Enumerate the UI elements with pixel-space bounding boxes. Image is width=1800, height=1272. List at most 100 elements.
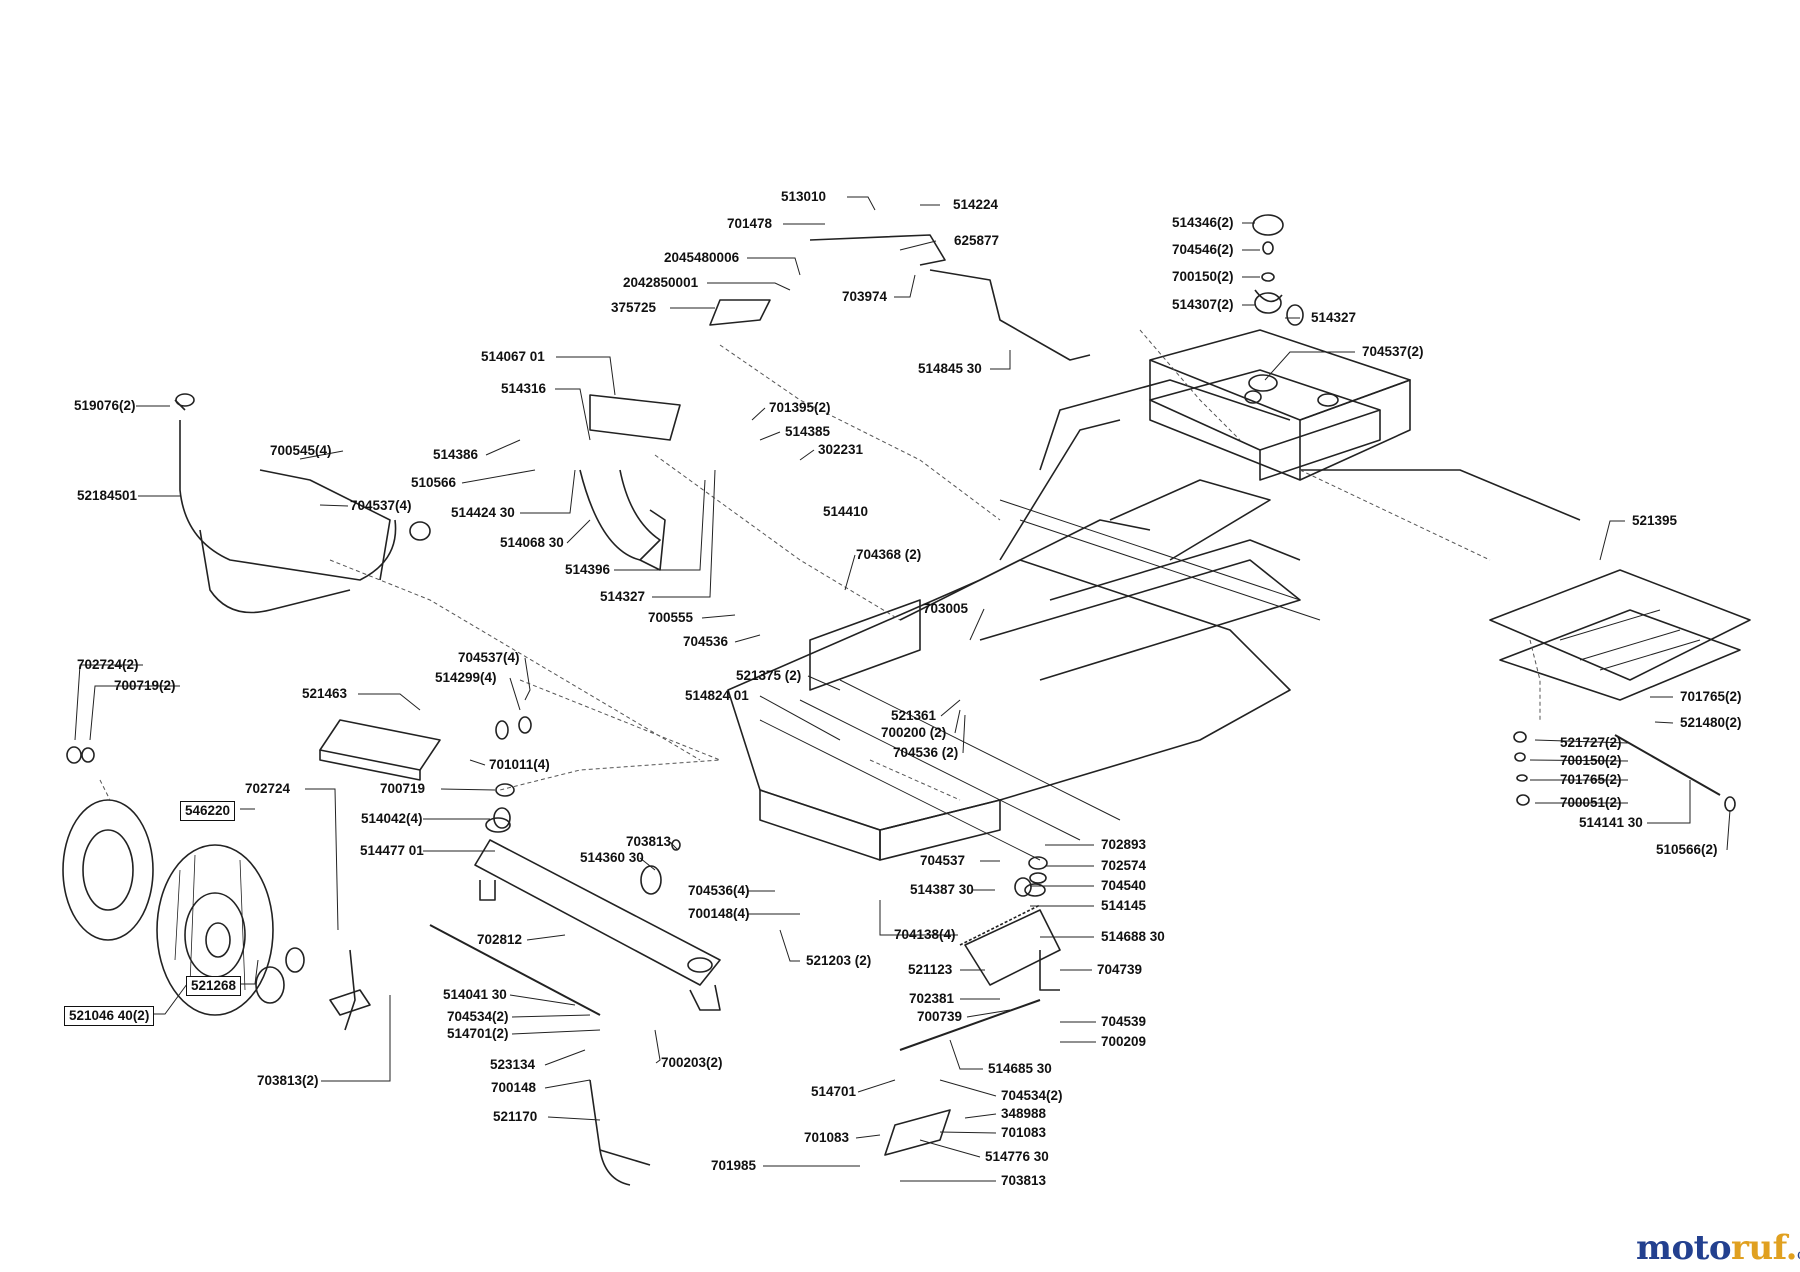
part-label: 704534(2) xyxy=(447,1009,509,1024)
part-label: 703813(2) xyxy=(257,1073,319,1088)
part-label: 702893 xyxy=(1101,837,1147,852)
boxed-part-label: 521268 xyxy=(186,976,242,996)
part-label: 521727(2) xyxy=(1560,735,1622,750)
part-label: 514145 xyxy=(1101,898,1147,913)
part-label: 375725 xyxy=(611,300,657,315)
part-label: 704537(4) xyxy=(458,650,520,665)
part-label: 514067 01 xyxy=(481,349,545,364)
part-label: 513010 xyxy=(781,189,827,204)
part-label: 514477 01 xyxy=(360,843,424,858)
lift-pedal xyxy=(579,394,681,571)
part-label: 521361 xyxy=(891,708,937,723)
brand-tld: de xyxy=(1797,1247,1800,1263)
part-label: 704537(2) xyxy=(1362,344,1424,359)
part-label: 701478 xyxy=(727,216,773,231)
part-label: 514424 30 xyxy=(451,505,515,520)
part-label: 514385 xyxy=(785,424,831,439)
boxed-part-label: 521046 40(2) xyxy=(64,1006,155,1026)
part-label: 704536 (2) xyxy=(893,745,959,760)
part-label: 521480(2) xyxy=(1680,715,1742,730)
part-label: 704546(2) xyxy=(1172,242,1234,257)
part-label: 701985 xyxy=(711,1158,757,1173)
part-label: 514316 xyxy=(501,381,547,396)
part-label: 702381 xyxy=(909,991,955,1006)
part-label: 2042850001 xyxy=(623,275,699,290)
part-label: 514688 30 xyxy=(1101,929,1165,944)
part-label: 700150(2) xyxy=(1560,753,1622,768)
part-label: 703813 xyxy=(1001,1173,1047,1188)
part-label: 514386 xyxy=(433,447,479,462)
part-label: 701011(4) xyxy=(489,757,550,772)
part-label: 704539 xyxy=(1101,1014,1147,1029)
part-label: 704536 xyxy=(683,634,729,649)
part-label: 302231 xyxy=(818,442,864,457)
part-label: 514346(2) xyxy=(1172,215,1234,230)
part-label: 701765(2) xyxy=(1560,772,1622,787)
part-label: 521375 (2) xyxy=(736,668,802,683)
spindles xyxy=(329,949,651,1186)
tie-rods xyxy=(429,924,1041,1156)
part-label: 702812 xyxy=(477,932,523,947)
part-label: 514299(4) xyxy=(435,670,497,685)
part-label: 521170 xyxy=(493,1109,538,1124)
part-label: 514410 xyxy=(823,504,869,519)
part-label: 514068 30 xyxy=(500,535,564,550)
part-label: 700209 xyxy=(1101,1034,1147,1049)
part-label: 704534(2) xyxy=(1001,1088,1063,1103)
part-label: 514776 30 xyxy=(985,1149,1049,1164)
part-label: 704537(4) xyxy=(350,498,412,513)
part-label: 625877 xyxy=(954,233,1000,248)
part-label: 700200 (2) xyxy=(881,725,947,740)
leader-lines xyxy=(74,196,1731,1182)
rear-mount-plate xyxy=(1489,569,1751,701)
part-label: 704536(4) xyxy=(688,883,750,898)
part-label: 521123 xyxy=(908,962,953,977)
part-label: 514701 xyxy=(811,1084,857,1099)
part-label: 510566(2) xyxy=(1656,842,1718,857)
part-label: 701083 xyxy=(804,1130,850,1145)
part-label: 514224 xyxy=(953,197,999,212)
part-label: 703813 xyxy=(626,834,672,849)
part-label: 700719(2) xyxy=(114,678,176,693)
tank-assembly xyxy=(1149,329,1411,481)
part-label: 703005 xyxy=(923,601,969,616)
shift-lever xyxy=(709,234,1091,361)
part-label: 514041 30 xyxy=(443,987,507,1002)
part-label: 700555 xyxy=(648,610,694,625)
part-label: 514042(4) xyxy=(361,811,423,826)
part-label: 514141 30 xyxy=(1579,815,1643,830)
part-label: 701083 xyxy=(1001,1125,1047,1140)
part-label: 348988 xyxy=(1001,1106,1047,1121)
part-label: 523134 xyxy=(490,1057,536,1072)
part-label: 519076(2) xyxy=(74,398,136,413)
part-label: 703974 xyxy=(842,289,888,304)
part-label: 510566 xyxy=(411,475,457,490)
part-label: 702574 xyxy=(1101,858,1147,873)
brand-logo: motoruf.de xyxy=(1636,1228,1800,1268)
boxed-part-label: 546220 xyxy=(180,801,236,821)
part-label: 514845 30 xyxy=(918,361,982,376)
part-label: 521395 xyxy=(1632,513,1678,528)
part-label: 514327 xyxy=(600,589,646,604)
part-label: 704540 xyxy=(1101,878,1147,893)
part-label: 514396 xyxy=(565,562,611,577)
part-label: 702724 xyxy=(245,781,291,796)
part-label: 700148 xyxy=(491,1080,537,1095)
part-label: 514307(2) xyxy=(1172,297,1234,312)
steering-sector xyxy=(959,883,1061,991)
part-label: 2045480006 xyxy=(664,250,740,265)
part-label: 514327 xyxy=(1311,310,1357,325)
front-wheel xyxy=(62,799,305,1016)
footrest-plate xyxy=(319,719,441,781)
front-axle xyxy=(474,817,721,1011)
brand-part2: ruf xyxy=(1731,1228,1786,1268)
part-label: 700545(4) xyxy=(270,443,332,458)
part-label: 514387 30 xyxy=(910,882,974,897)
part-label: 700203(2) xyxy=(661,1055,723,1070)
part-label: 521203 (2) xyxy=(806,953,872,968)
part-label: 514701(2) xyxy=(447,1026,509,1041)
part-label: 700719 xyxy=(380,781,426,796)
part-label: 701395(2) xyxy=(769,400,831,415)
